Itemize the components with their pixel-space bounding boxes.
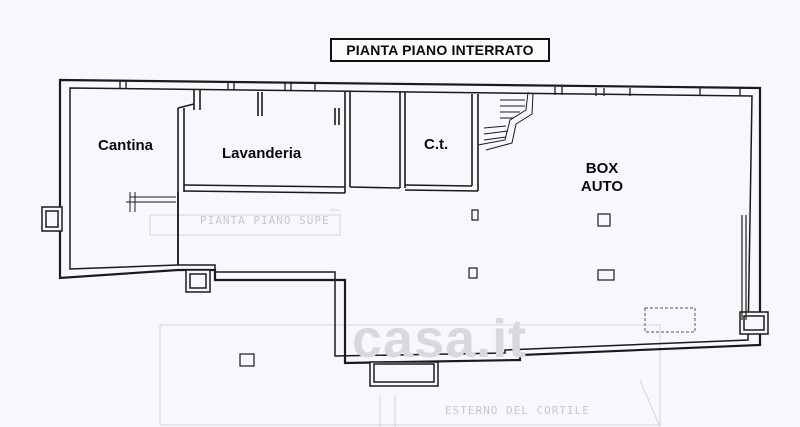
door-symbol [126,192,176,212]
label-box-line1: BOX [585,160,619,177]
label-cantina: Cantina [98,137,154,154]
window-marks [119,80,741,96]
pillar-4 [471,209,479,221]
label-lavanderia: Lavanderia [222,145,302,162]
bottom-niche-left [185,269,211,293]
left-niche [41,206,63,232]
interior-walls [177,90,479,265]
watermark-logo: casa.it [352,309,528,369]
pillar-5 [239,353,255,367]
right-wall-detail [741,215,747,320]
pillar-1 [597,213,611,227]
label-box: BOX AUTO [572,160,632,196]
outer-wall-outer [58,78,762,365]
right-niche [739,311,769,335]
pillar-3 [468,267,478,279]
ghost-lines [149,209,661,427]
label-box-line2: AUTO [580,178,624,195]
label-ct: C.t. [424,136,449,153]
pillar-2 [597,269,615,281]
outer-wall-inner [69,87,753,357]
ghost-bottom-text: ESTERNO DEL CORTILE [445,404,590,417]
outer-walls [58,78,762,365]
ghost-upper-text: PIANTA PIANO SUPE [200,214,330,227]
pillars [239,209,615,367]
parking-outline [644,307,696,333]
wall-niches [41,206,769,387]
plan-title: PIANTA PIANO INTERRATO [330,38,550,62]
staircase [477,91,534,151]
